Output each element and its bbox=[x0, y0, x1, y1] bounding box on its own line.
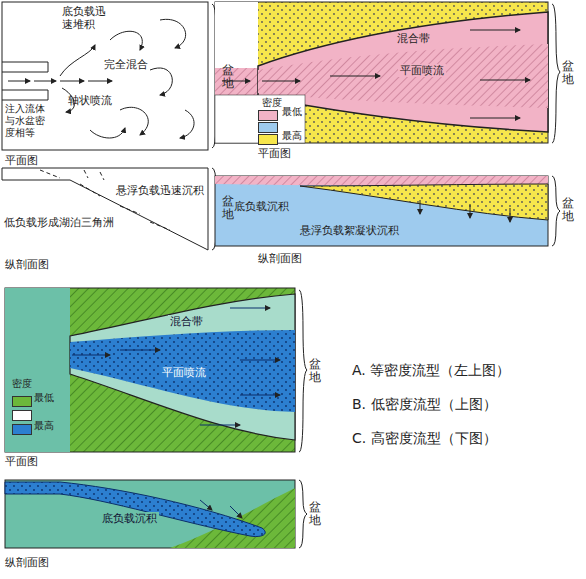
legend-text: 最高 bbox=[34, 420, 54, 432]
legend-swatch-middle bbox=[258, 122, 278, 133]
text-label: 底负载迅速堆积 bbox=[62, 5, 108, 31]
legend-text: 最低 bbox=[282, 106, 302, 118]
legend-swatch bbox=[12, 424, 32, 435]
legend-text: 最低 bbox=[34, 392, 54, 404]
text-label: 平面图 bbox=[5, 455, 38, 468]
text-label: 底负载沉积 bbox=[100, 512, 159, 525]
text-label: A. 等密度流型（左上图） bbox=[352, 362, 510, 379]
text-label: 平面图 bbox=[258, 147, 291, 160]
legend-swatch bbox=[258, 134, 278, 145]
text-label: 底负载沉积 bbox=[234, 200, 289, 213]
legend-swatch bbox=[12, 396, 32, 407]
legend-swatch bbox=[258, 110, 278, 121]
vertical-label: 盆地 bbox=[222, 64, 234, 90]
text-label: 混合带 bbox=[168, 315, 205, 328]
vertical-label: 盆地 bbox=[309, 358, 321, 384]
vertical-label: 盆地 bbox=[562, 60, 574, 86]
text-label: 悬浮负载絮凝状沉积 bbox=[300, 224, 399, 237]
text-label: 纵剖面图 bbox=[258, 252, 302, 265]
text-label: 纵剖面图 bbox=[5, 258, 49, 271]
text-label: 完全混合 bbox=[104, 58, 148, 71]
text-label: 密度 bbox=[12, 378, 32, 390]
text-label: 轴状喷流 bbox=[68, 94, 112, 107]
text-label: 纵剖面图 bbox=[5, 556, 49, 569]
text-label: 低负载形成湖泊三角洲 bbox=[4, 216, 114, 229]
text-label: 密度 bbox=[262, 97, 282, 109]
vertical-label: 盆地 bbox=[222, 195, 234, 221]
text-label: C. 高密度流型（下图） bbox=[352, 430, 497, 447]
legend-swatch-middle bbox=[12, 410, 32, 421]
text-label: 平面喷流 bbox=[160, 366, 208, 379]
vertical-label: 盆地 bbox=[562, 197, 574, 223]
text-label: 平面喷流 bbox=[398, 64, 446, 77]
text-label: 注入流体与水盆密度相等 bbox=[5, 103, 51, 139]
text-label: 悬浮负载迅速沉积 bbox=[116, 184, 204, 197]
legend-text: 最高 bbox=[282, 130, 302, 142]
vertical-label: 盆地 bbox=[309, 501, 321, 527]
text-label: 混合带 bbox=[395, 32, 432, 45]
text-label: 平面图 bbox=[5, 154, 38, 167]
text-label: B. 低密度流型（上图） bbox=[352, 396, 497, 413]
